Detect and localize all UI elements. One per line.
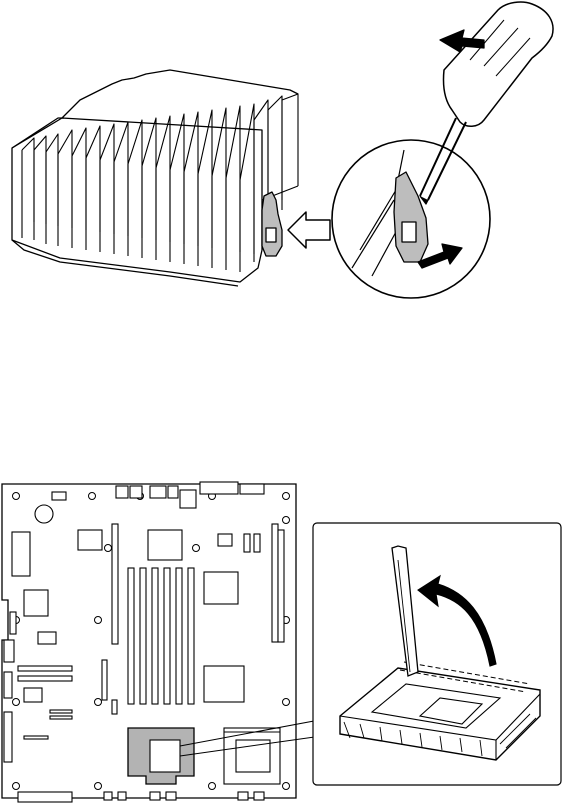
detail-magnifier (332, 140, 490, 298)
top-panel (12, 2, 553, 298)
retention-clip (262, 192, 282, 256)
socket-detail (313, 523, 561, 785)
heatsink (12, 70, 298, 286)
screwdriver (420, 2, 553, 204)
push-arrow (288, 212, 330, 248)
processor-socket (128, 728, 194, 784)
bottom-panel (2, 482, 561, 802)
